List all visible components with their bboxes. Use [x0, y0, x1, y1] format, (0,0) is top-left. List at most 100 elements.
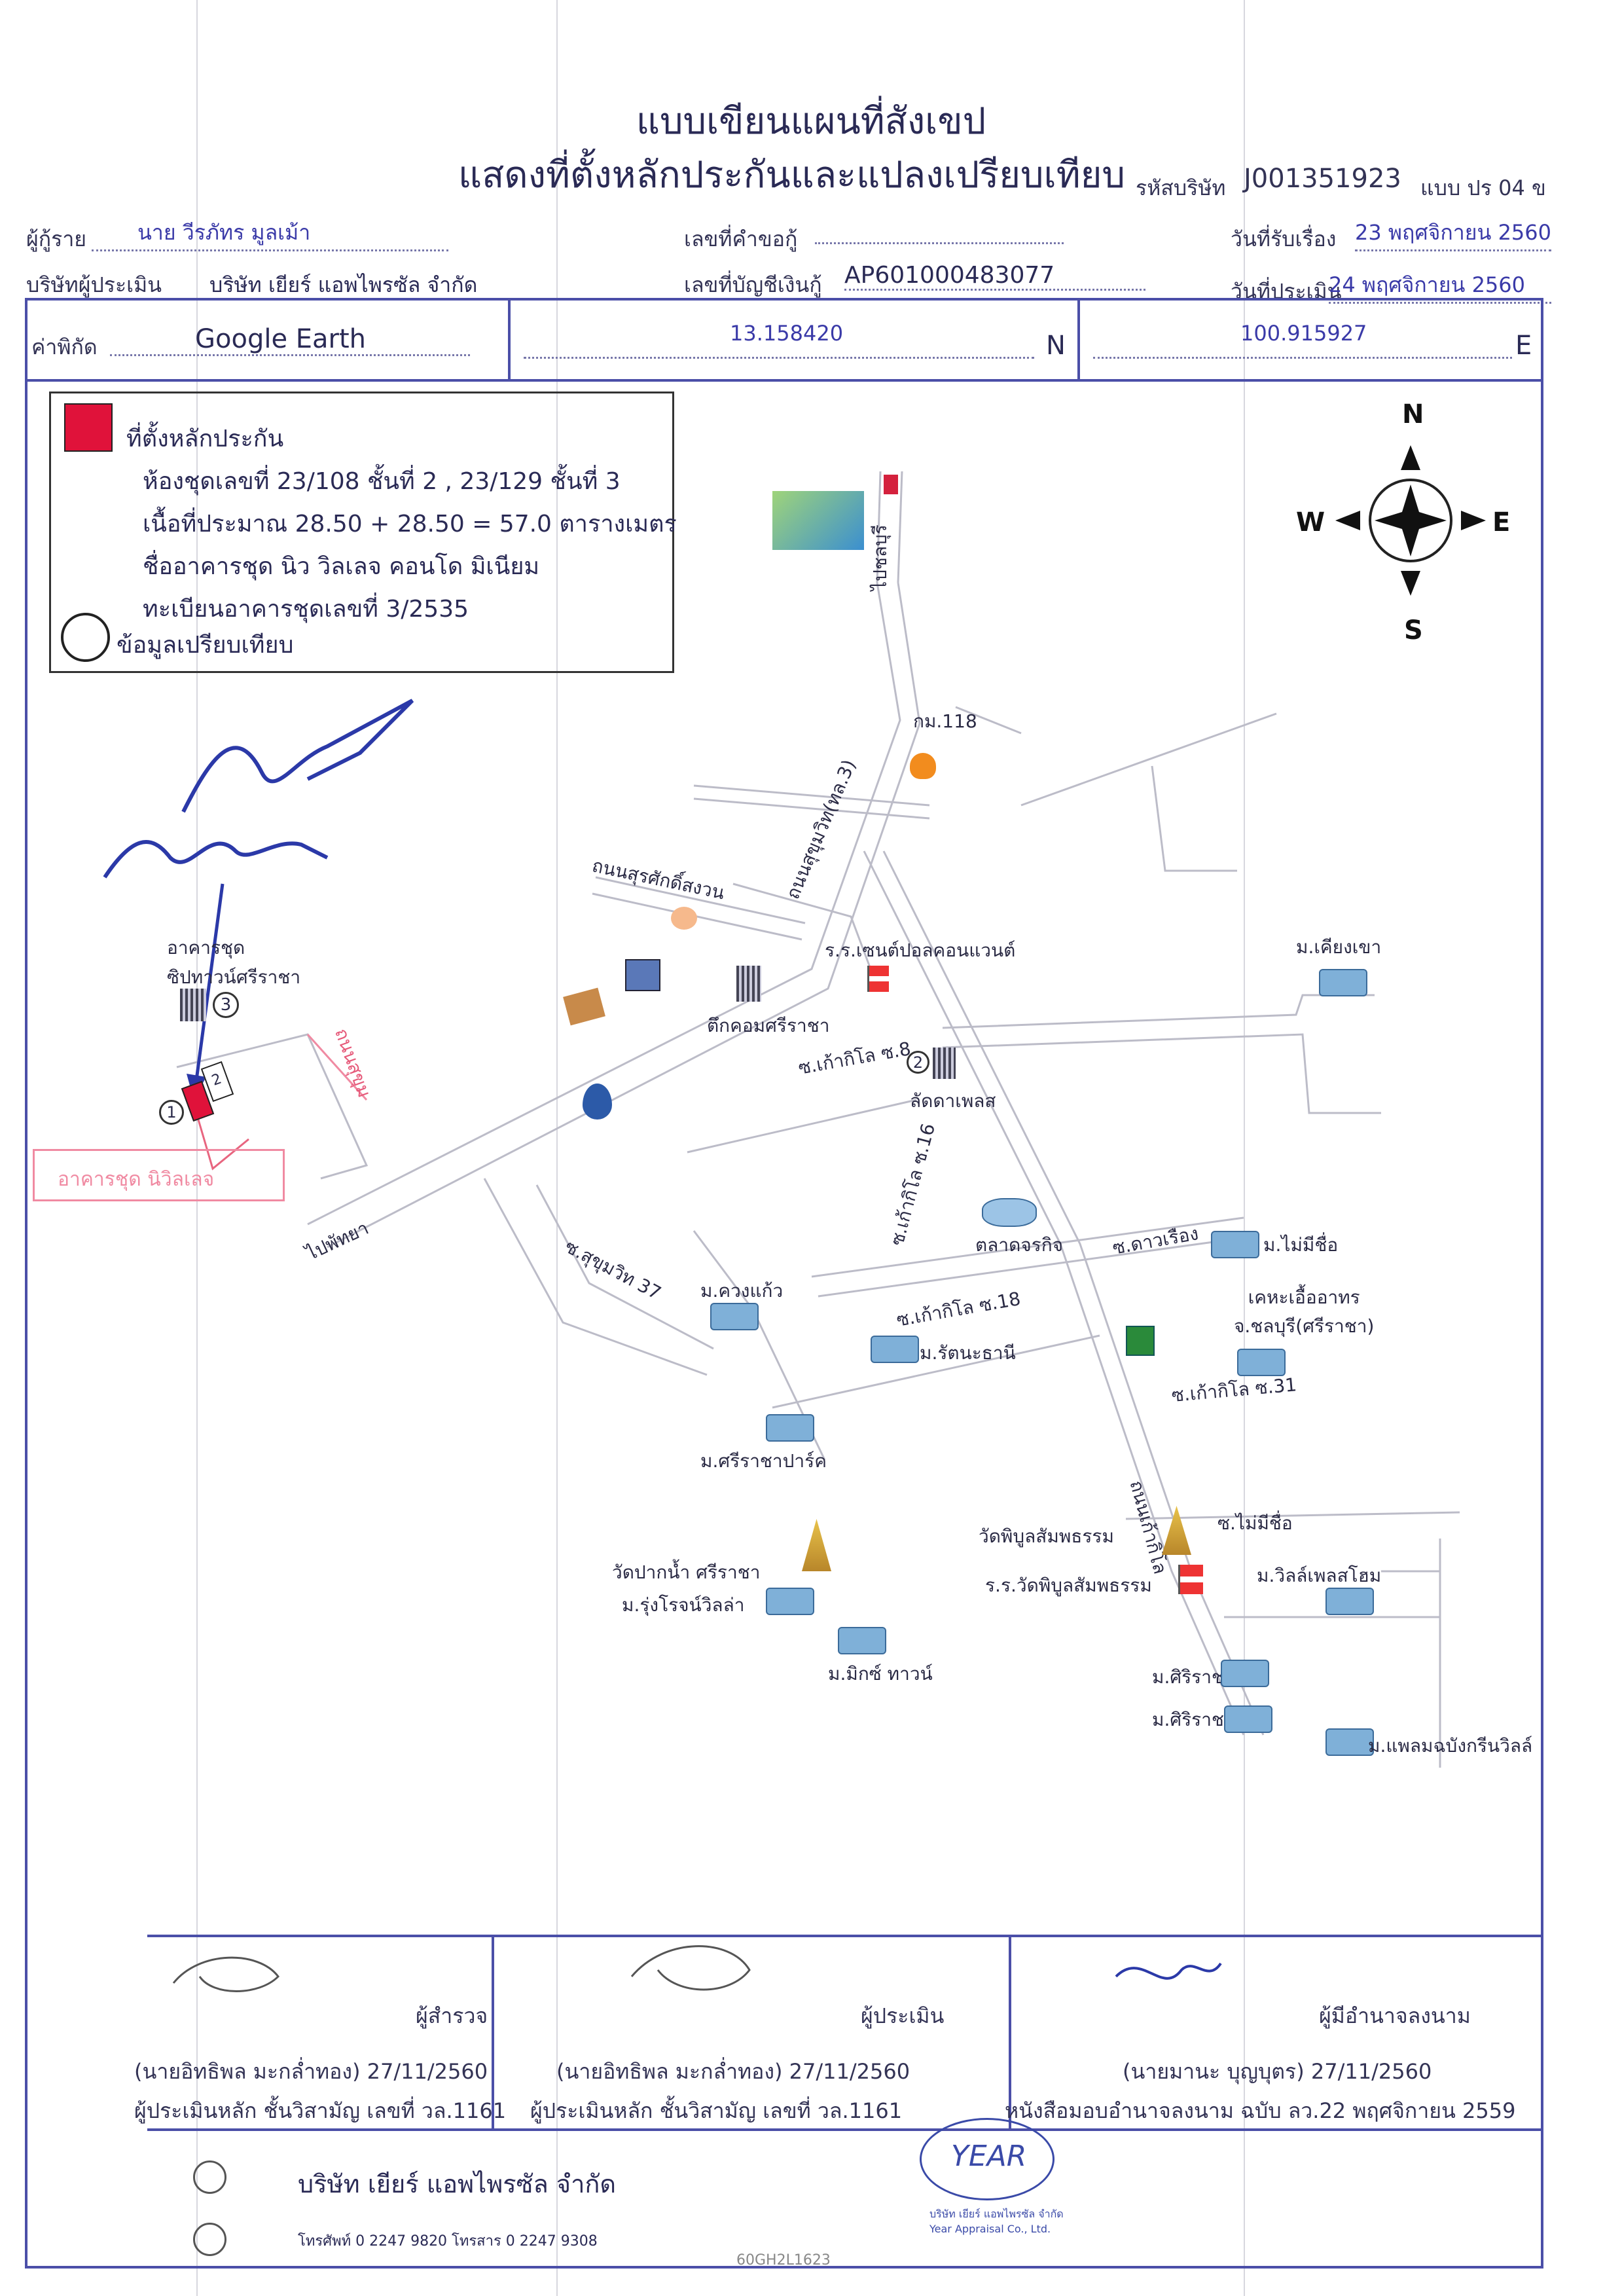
- compare-circle-icon: [61, 613, 110, 662]
- legend-area-line: เนื้อที่ประมาณ 28.50 + 28.50 = 57.0 ตารา…: [143, 511, 677, 538]
- account-no-value: AP601000483077: [844, 262, 1145, 291]
- collateral-swatch: [64, 403, 113, 452]
- place-tuk-com: ตึกคอมศรีราชา: [707, 1015, 830, 1036]
- appraiser-cell: ผู้ประเมิน (นายอิทธิพล มะกล่ำทอง) 27/11/…: [494, 1937, 1011, 2128]
- building-icon: [736, 966, 761, 1002]
- latitude-unit: N: [1046, 331, 1066, 361]
- place-kiangkhao: ม.เคียงเขา: [1296, 936, 1382, 958]
- village-icon: [838, 1627, 886, 1654]
- legend-unit-line: ห้องชุดเลขที่ 23/108 ชั้นที่ 2 , 23/129 …: [143, 468, 621, 495]
- legend-building-line: ชื่ออาคารชุด นิว วิลเลจ คอนโด มิเนียม: [143, 553, 540, 580]
- place-rungrot: ม.รุ่งโรจน์วิลล่า: [622, 1594, 745, 1616]
- lon-dots: [1093, 337, 1512, 359]
- village-icon: [871, 1336, 919, 1363]
- chonburi-arrow-icon: [884, 475, 898, 494]
- ptt-icon: [583, 1084, 612, 1120]
- scan-line: [196, 0, 198, 2296]
- building-icon: [933, 1048, 956, 1079]
- place-rattanathani: ม.รัตนะธานี: [920, 1342, 1016, 1364]
- borrower-value: นาย วีรภัทร มูลเม้า: [92, 216, 448, 251]
- village-icon: [1237, 1349, 1286, 1376]
- place-sriracha1: ม.ศิริราชา: [1152, 1666, 1235, 1688]
- document-subtitle: แสดงที่ตั้งหลักประกันและแปลงเปรียบเทียบ: [458, 154, 1125, 196]
- road-label-unnamed: ซ.ไม่มีชื่อ: [1217, 1512, 1293, 1534]
- village-icon: [1211, 1231, 1259, 1258]
- village-icon: [1325, 1728, 1374, 1756]
- form-code: แบบ ปร 04 ข: [1420, 175, 1546, 200]
- village-icon: [710, 1303, 759, 1330]
- year-logo: YEAR: [920, 2118, 1054, 2200]
- appraiser-name: (นายอิทธิพล มะกล่ำทอง) 27/11/2560: [556, 2059, 910, 2084]
- pink-label-text: อาคารชุด นิวิลเลจ: [58, 1168, 215, 1191]
- place-health-office: เคหะเอื้ออาทร จ.ชลบุรี(ศรีราชา): [1234, 1286, 1375, 1337]
- appraiser-signature: [630, 1945, 751, 1991]
- authority-doc: หนังสือมอบอำนาจลงนาม ฉบับ ลว.22 พฤศจิกาย…: [1005, 2098, 1516, 2123]
- place-villa: ม.วิลล์เพลสโฮม: [1257, 1565, 1382, 1586]
- place-sriracha2: ม.ศิริราชา: [1152, 1709, 1235, 1730]
- place-km118: กม.118: [913, 710, 977, 732]
- village-icon: [766, 1588, 814, 1615]
- coord-lon-cell: 100.915927 E: [1080, 298, 1541, 382]
- appraisal-date-value: 24 พฤศจิกายน 2560: [1329, 268, 1551, 304]
- coord-source: Google Earth: [110, 324, 470, 356]
- company-code: J001351923: [1244, 164, 1401, 194]
- compass-s: S: [1404, 615, 1423, 646]
- legend-compare-title: ข้อมูลเปรียบเทียบ: [117, 632, 294, 659]
- surveyor-cell: ผู้สำรวจ (นายอิทธิพล มะกล่ำทอง) 27/11/25…: [134, 1937, 506, 2128]
- coord-label: ค่าพิกัด: [31, 335, 98, 359]
- place-st-paul: ร.ร.เซนต์ปอลคอนแวนต์: [825, 939, 1016, 961]
- school-flag-icon: [1178, 1565, 1203, 1594]
- request-no-value: [815, 216, 1064, 244]
- place-phalom: ม.แพลมฉบังกรีนวิลล์: [1368, 1735, 1533, 1757]
- received-date-label: วันที่รับเรื่อง: [1231, 227, 1337, 251]
- surveyor-name: (นายอิทธิพล มะกล่ำทอง) 27/11/2560: [134, 2059, 488, 2084]
- building-icon: [180, 989, 206, 1021]
- place-wat-pibul: วัดพิบูลสัมพธรรม: [979, 1525, 1114, 1547]
- lat-dots: [524, 337, 1034, 359]
- place-maimeecheu: ม.ไม่มีชื่อ: [1263, 1234, 1339, 1256]
- village-icon: [1325, 1588, 1374, 1615]
- authority-cell: ผู้มีอำนาจลงนาม (นายมานะ บุญบุตร) 27/11/…: [1005, 1937, 1543, 2128]
- compass-e: E: [1492, 507, 1511, 538]
- place-talad: ตลาดจรกิจ: [975, 1234, 1064, 1256]
- authority-signature: [1115, 1962, 1222, 1980]
- authority-role: ผู้มีอำนาจลงนาม: [1319, 2003, 1471, 2028]
- latitude-value: 13.158420: [730, 321, 844, 346]
- village-icon: [1319, 969, 1367, 996]
- surveyor-role: ผู้สำรวจ: [416, 2003, 488, 2028]
- company-emblem-icon: [193, 2160, 226, 2194]
- appraiser-cert: ผู้ประเมินหลัก ชั้นวิสามัญ เลขที่ วล.116…: [530, 2098, 903, 2123]
- surveyor-signature: [172, 1956, 279, 1992]
- place-sriracha-park: ม.ศรีราชาปาร์ค: [700, 1450, 827, 1472]
- appraiser-company-label: บริษัทผู้ประเมิน: [26, 272, 162, 297]
- surveyor-cert: ผู้ประเมินหลัก ชั้นวิสามัญ เลขที่ วล.116…: [134, 2098, 507, 2123]
- longitude-unit: E: [1515, 331, 1532, 361]
- place-school-pibul: ร.ร.วัดพิบูลสัมพธรรม: [985, 1575, 1152, 1596]
- village-icon: [1224, 1705, 1272, 1733]
- company-emblem-icon: [193, 2223, 226, 2256]
- company-code-label: รหัสบริษัท: [1136, 175, 1226, 200]
- signature-table: ผู้สำรวจ (นายอิทธิพล มะกล่ำทอง) 27/11/25…: [134, 1935, 1543, 2131]
- legend-registry-line: ทะเบียนอาคารชุดเลขที่ 3/2535: [143, 596, 469, 623]
- footer: บริษัท เยียร์ แอพไพรซัล จำกัด โทรศัพท์ 0…: [147, 2118, 1543, 2269]
- seven-eleven-icon: [1126, 1326, 1155, 1356]
- handwritten-signature: [103, 699, 414, 879]
- park-icon: [772, 491, 864, 550]
- document-title: แบบเขียนแผนที่สังเขป: [636, 100, 986, 143]
- map-frame: [25, 298, 1543, 2269]
- marker-1: 1: [159, 1100, 184, 1125]
- legend-box: ที่ตั้งหลักประกัน ห้องชุดเลขที่ 23/108 ช…: [49, 392, 677, 673]
- coord-lat-cell: 13.158420 N: [511, 298, 1080, 382]
- place-khuangkaew: ม.ควงแก้ว: [700, 1280, 784, 1302]
- year-logo-sub: บริษัท เยียร์ แอพไพรซัล จำกัด Year Appra…: [929, 2208, 1064, 2235]
- shell-icon: [671, 907, 697, 930]
- place-ladda: ลัดดาเพลส: [910, 1090, 996, 1112]
- coordinates-row: ค่าพิกัด Google Earth 13.158420 N 100.91…: [25, 298, 1543, 382]
- scan-line: [556, 0, 558, 2296]
- place-condo-town: อาคารชุด ซิปทาวน์ศรีราชา: [167, 937, 301, 988]
- scan-line: [1244, 0, 1245, 2296]
- received-date-value: 23 พฤศจิกายน 2560: [1355, 216, 1551, 251]
- marker-3: 3: [213, 992, 239, 1018]
- footer-phone: โทรศัพท์ 0 2247 9820 โทรสาร 0 2247 9308: [298, 2233, 598, 2250]
- doc-id: 60GH2L1623: [736, 2252, 831, 2269]
